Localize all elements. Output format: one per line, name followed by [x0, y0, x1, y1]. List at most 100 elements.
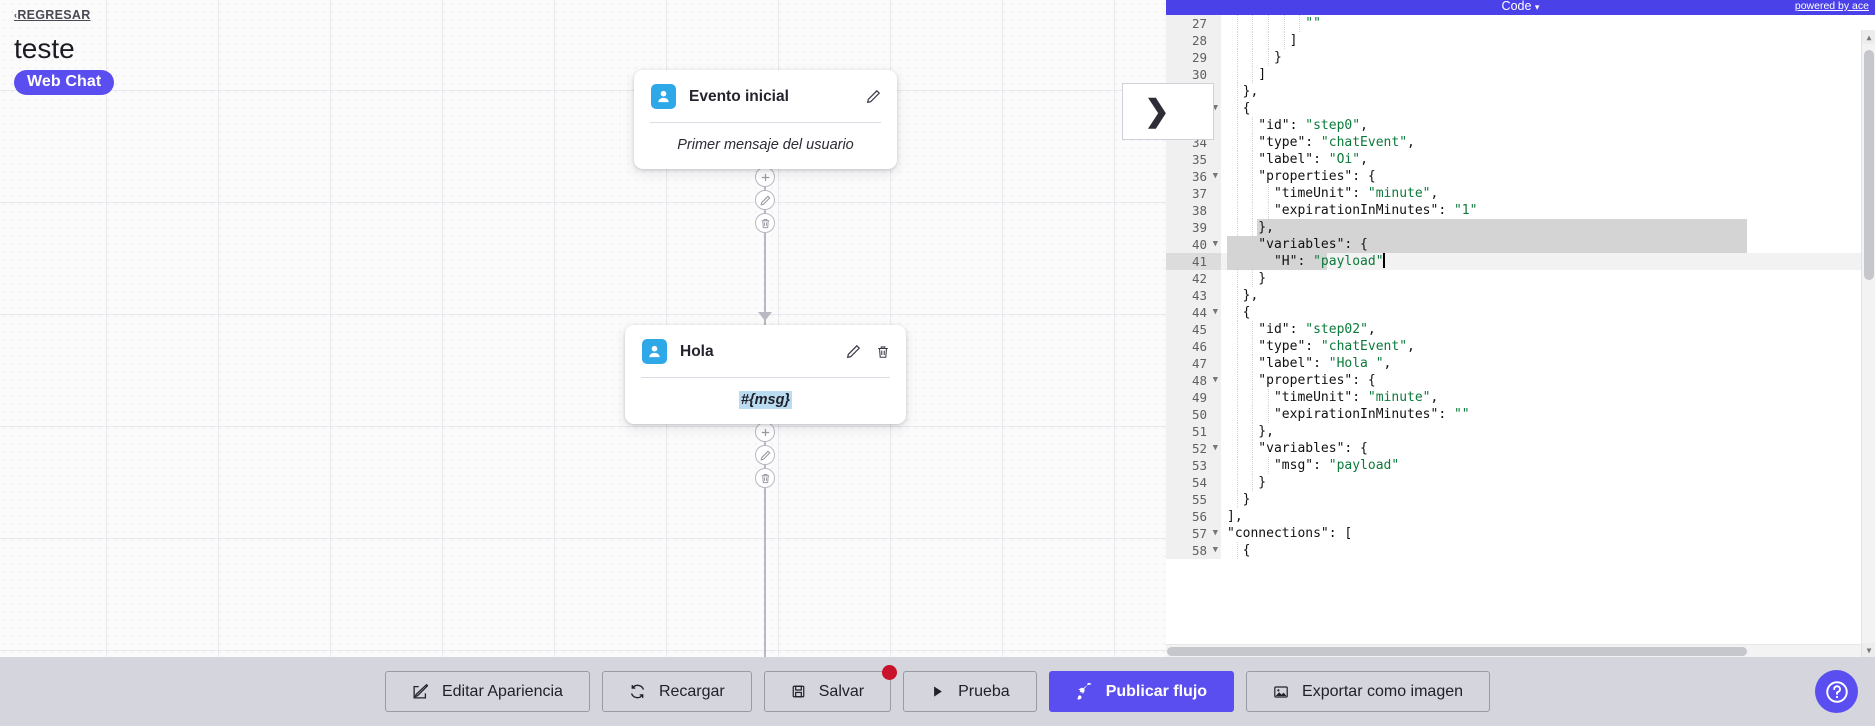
indent-guides	[1221, 355, 1268, 372]
code-line[interactable]: 43 },	[1166, 287, 1875, 304]
editor-titlebar: Code ▾ powered by ace	[1166, 0, 1875, 15]
indent-guides	[1221, 168, 1268, 185]
recargar-button[interactable]: Recargar	[601, 671, 752, 712]
code-line[interactable]: 39 },	[1166, 219, 1875, 236]
image-icon	[1273, 684, 1289, 700]
editar-apariencia-button[interactable]: Editar Apariencia	[384, 671, 590, 712]
code-line[interactable]: 38 "expirationInMinutes": "1"	[1166, 202, 1875, 219]
code-text: ],	[1227, 509, 1243, 524]
flow-node-hola[interactable]: Hola #{msg}	[625, 325, 906, 424]
code-text: },	[1227, 424, 1274, 439]
code-line[interactable]: 34 "type": "chatEvent",	[1166, 134, 1875, 151]
delete-node-icon[interactable]	[755, 213, 775, 233]
code-line[interactable]: 58▼ {	[1166, 542, 1875, 559]
help-button[interactable]	[1815, 670, 1858, 713]
code-line[interactable]: 30 ]	[1166, 66, 1875, 83]
code-line[interactable]: 49 "timeUnit": "minute",	[1166, 389, 1875, 406]
code-line[interactable]: 40▼ "variables": {	[1166, 236, 1875, 253]
code-text: "variables": {	[1227, 237, 1368, 252]
node-actions	[846, 344, 890, 359]
line-number: 45	[1166, 321, 1221, 338]
horizontal-scroll-thumb[interactable]	[1167, 647, 1747, 656]
delete-node-icon[interactable]	[755, 468, 775, 488]
back-link[interactable]: ‹REGRESAR	[14, 8, 91, 22]
indent-guides	[1221, 287, 1252, 304]
line-number: 54	[1166, 474, 1221, 491]
code-line[interactable]: 44▼ {	[1166, 304, 1875, 321]
code-line[interactable]: 52▼ "variables": {	[1166, 440, 1875, 457]
code-line[interactable]: 53 "msg": "payload"	[1166, 457, 1875, 474]
fold-arrow-icon[interactable]: ▼	[1212, 307, 1218, 317]
fold-arrow-icon[interactable]: ▼	[1212, 545, 1218, 555]
code-text: ]	[1227, 33, 1298, 48]
code-line[interactable]: 55 }	[1166, 491, 1875, 508]
code-text: }	[1227, 50, 1282, 65]
code-line[interactable]: 48▼ "properties": {	[1166, 372, 1875, 389]
fold-arrow-icon[interactable]: ▼	[1212, 528, 1218, 538]
exportar-imagen-label: Exportar como imagen	[1302, 682, 1464, 700]
powered-by-ace-link[interactable]: powered by ace	[1794, 0, 1869, 12]
edit-node-icon[interactable]	[755, 190, 775, 210]
indent-guides	[1221, 202, 1284, 219]
code-line[interactable]: 46 "type": "chatEvent",	[1166, 338, 1875, 355]
scroll-down-icon[interactable]: ▼	[1862, 643, 1875, 657]
line-number: 57▼	[1166, 525, 1221, 542]
chevron-right-icon: ❯	[1144, 94, 1170, 128]
code-editor-body[interactable]: 27 ""28 ]29 }30 ]31 },32▼ {33 "id": "ste…	[1166, 15, 1875, 657]
edit-node-icon[interactable]	[755, 445, 775, 465]
publicar-flujo-button[interactable]: Publicar flujo	[1048, 671, 1235, 712]
code-text: {	[1227, 543, 1251, 558]
fold-arrow-icon[interactable]: ▼	[1212, 443, 1218, 453]
code-text: }	[1227, 271, 1267, 286]
code-line[interactable]: 42 }	[1166, 270, 1875, 287]
code-line[interactable]: 28 ]	[1166, 32, 1875, 49]
code-line[interactable]: 27 ""	[1166, 15, 1875, 32]
exportar-imagen-button[interactable]: Exportar como imagen	[1246, 671, 1491, 712]
code-line[interactable]: 32▼ {	[1166, 100, 1875, 117]
fold-arrow-icon[interactable]: ▼	[1212, 171, 1218, 181]
collapse-panel-button[interactable]: ❯	[1122, 83, 1214, 140]
fold-arrow-icon[interactable]: ▼	[1212, 375, 1218, 385]
code-line[interactable]: 37 "timeUnit": "minute",	[1166, 185, 1875, 202]
add-node-icon[interactable]	[755, 422, 775, 442]
edit-icon[interactable]	[866, 89, 881, 104]
indent-guides	[1221, 49, 1284, 66]
code-text: "variables": {	[1227, 441, 1368, 456]
code-line[interactable]: 54 }	[1166, 474, 1875, 491]
code-line[interactable]: 57▼"connections": [	[1166, 525, 1875, 542]
vertical-scroll-thumb[interactable]	[1864, 50, 1874, 280]
editor-title-dropdown[interactable]: Code ▾	[1502, 0, 1540, 13]
scroll-up-icon[interactable]: ▲	[1862, 30, 1875, 44]
node-header: Hola	[625, 325, 906, 377]
delete-icon[interactable]	[876, 345, 890, 359]
line-number: 41	[1166, 253, 1221, 270]
fold-arrow-icon[interactable]: ▼	[1212, 103, 1218, 113]
line-number: 44▼	[1166, 304, 1221, 321]
code-line[interactable]: 36▼ "properties": {	[1166, 168, 1875, 185]
code-line[interactable]: 35 "label": "Oi",	[1166, 151, 1875, 168]
code-line[interactable]: 33 "id": "step0",	[1166, 117, 1875, 134]
fold-arrow-icon[interactable]: ▼	[1212, 239, 1218, 249]
code-line[interactable]: 41 "H": "payload"	[1166, 253, 1875, 270]
flow-node-evento-inicial[interactable]: Evento inicial Primer mensaje del usuari…	[634, 70, 897, 169]
code-line[interactable]: 31 },	[1166, 83, 1875, 100]
indent-guides	[1221, 100, 1252, 117]
prueba-button[interactable]: Prueba	[903, 671, 1037, 712]
salvar-button[interactable]: Salvar	[763, 665, 898, 712]
line-number: 27	[1166, 15, 1221, 32]
editor-horizontal-scrollbar[interactable]	[1166, 644, 1861, 657]
indent-guides	[1221, 457, 1284, 474]
indent-guides	[1221, 134, 1268, 151]
code-line[interactable]: 47 "label": "Hola ",	[1166, 355, 1875, 372]
code-line[interactable]: 45 "id": "step02",	[1166, 321, 1875, 338]
editor-vertical-scrollbar[interactable]: ▲ ▼	[1861, 30, 1875, 657]
code-line[interactable]: 56],	[1166, 508, 1875, 525]
add-node-icon[interactable]	[755, 167, 775, 187]
code-line[interactable]: 29 }	[1166, 49, 1875, 66]
edit-icon[interactable]	[846, 344, 861, 359]
code-line[interactable]: 51 },	[1166, 423, 1875, 440]
code-line[interactable]: 50 "expirationInMinutes": ""	[1166, 406, 1875, 423]
flow-canvas[interactable]	[0, 0, 1166, 657]
code-text: "timeUnit": "minute",	[1227, 390, 1439, 405]
